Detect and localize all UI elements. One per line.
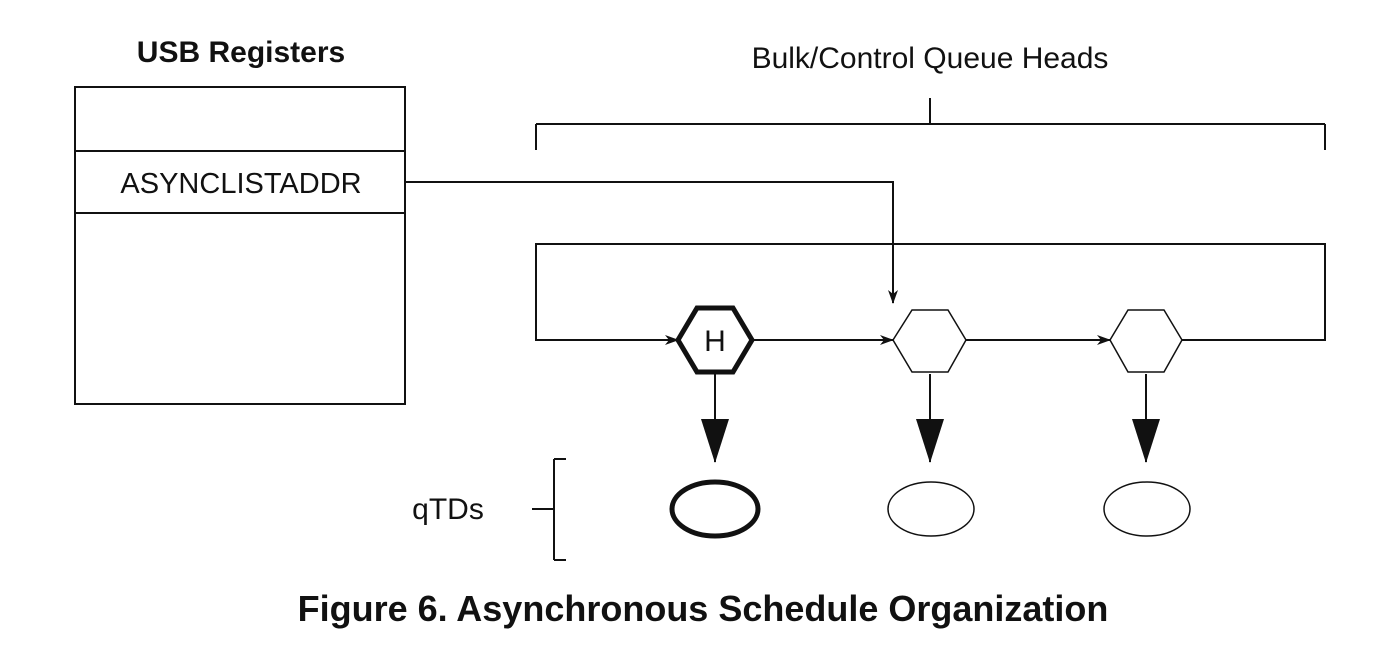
- queue-head-2: [892, 309, 967, 373]
- register-box: [74, 86, 406, 405]
- qtds-bracket: [532, 458, 566, 561]
- registers-title: USB Registers: [137, 36, 345, 69]
- figure-caption: Figure 6. Asynchronous Schedule Organiza…: [298, 588, 1109, 629]
- qtd-3: [1103, 481, 1191, 537]
- qtd-1-head: [669, 479, 761, 539]
- queue-heads-label: Bulk/Control Queue Heads: [752, 42, 1109, 75]
- queue-head-h-label: H: [704, 325, 726, 358]
- register-table: ASYNCLISTADDR: [74, 86, 406, 405]
- queue-head-3: [1109, 309, 1183, 373]
- qtd-2: [887, 481, 975, 537]
- asynclistaddr-pointer-arrow: [405, 181, 898, 304]
- circular-list-loop: [535, 243, 1326, 345]
- register-asynclistaddr: ASYNCLISTADDR: [120, 168, 361, 200]
- queue-head-1-head: H: [675, 305, 755, 375]
- queue-heads-bracket: [535, 98, 1326, 150]
- qtds-label: qTDs: [412, 493, 484, 526]
